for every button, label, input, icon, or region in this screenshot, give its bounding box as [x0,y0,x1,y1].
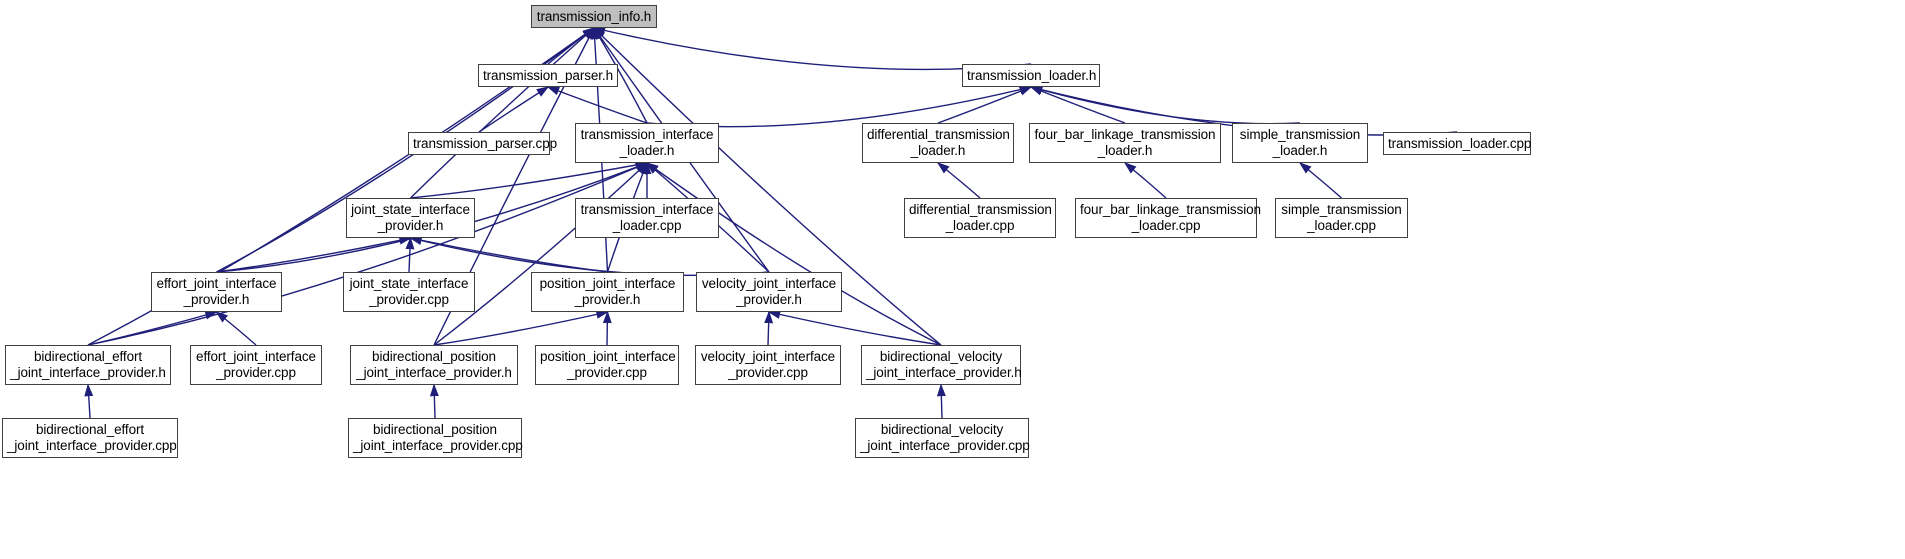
graph-node-label: effort_joint_interface _provider.h [156,276,277,307]
graph-node-label: transmission_parser.cpp [413,135,558,151]
graph-node-position-joint-interface-provider-h[interactable]: position_joint_interface _provider.h [531,272,684,312]
graph-edge [87,310,218,346]
graph-node-transmission-loader-cpp[interactable]: transmission_loader.cpp [1383,132,1531,155]
graph-node-simple-transmission-loader-h[interactable]: simple_transmission _loader.h [1232,123,1368,163]
graph-edge [936,383,946,419]
graph-node-label: transmission_info.h [536,8,652,24]
graph-node-bidirectional-effort-joint-interface-provider-h[interactable]: bidirectional_effort _joint_interface_pr… [5,345,171,385]
graph-edge [1029,85,1301,125]
graph-node-label: effort_joint_interface _provider.cpp [196,349,316,380]
graph-edge [409,236,770,277]
graph-node-label: transmission_interface _loader.h [580,127,714,158]
graph-node-simple-transmission-loader-cpp[interactable]: simple_transmission _loader.cpp [1275,198,1408,238]
graph-edge [429,383,439,419]
graph-edge [433,162,649,346]
graph-node-joint-state-interface-provider-cpp[interactable]: joint_state_interface _provider.cpp [343,272,475,312]
graph-node-label: bidirectional_velocity _joint_interface_… [860,422,1030,453]
graph-node-transmission-parser-cpp[interactable]: transmission_parser.cpp [408,132,558,155]
graph-node-label: velocity_joint_interface _provider.cpp [700,349,836,380]
graph-node-bidirectional-effort-joint-interface-provider-cpp[interactable]: bidirectional_effort _joint_interface_pr… [2,418,178,458]
graph-node-bidirectional-position-joint-interface-provider-cpp[interactable]: bidirectional_position _joint_interface_… [348,418,523,458]
graph-node-label: transmission_loader.h [967,67,1097,83]
graph-node-label: bidirectional_effort _joint_interface_pr… [7,422,177,453]
graph-node-label: transmission_loader.cpp [1388,135,1532,151]
graph-node-label: differential_transmission _loader.h [867,127,1010,158]
graph-edge [592,27,942,346]
graph-node-position-joint-interface-provider-cpp[interactable]: position_joint_interface _provider.cpp [535,345,679,385]
graph-edge [546,86,648,124]
graph-node-differential-transmission-loader-cpp[interactable]: differential_transmission _loader.cpp [904,198,1056,238]
graph-edge [1298,162,1342,199]
graph-edge [646,85,1033,128]
graph-node-label: joint_state_interface _provider.h [351,202,470,233]
graph-node-bidirectional-velocity-joint-interface-provider-cpp[interactable]: bidirectional_velocity _joint_interface_… [855,418,1030,458]
graph-node-label: position_joint_interface _provider.h [539,276,676,307]
graph-edge [767,310,942,346]
graph-node-label: bidirectional_position _joint_interface_… [356,349,512,380]
graph-node-label: transmission_parser.h [483,67,613,83]
graph-node-joint-state-interface-provider-h[interactable]: joint_state_interface _provider.h [346,198,475,238]
graph-node-label: simple_transmission _loader.cpp [1281,202,1402,233]
graph-node-transmission-interface-loader-h[interactable]: transmission_interface _loader.h [575,123,719,163]
graph-node-four-bar-linkage-transmission-loader-cpp[interactable]: four_bar_linkage_transmission _loader.cp… [1075,198,1261,238]
graph-edge [216,235,412,273]
graph-edge [87,162,649,346]
graph-node-label: bidirectional_velocity _joint_interface_… [866,349,1022,380]
graph-edge [764,310,774,346]
graph-edge [409,235,608,273]
graph-node-transmission-interface-loader-cpp[interactable]: transmission_interface _loader.cpp [575,198,719,238]
graph-node-label: four_bar_linkage_transmission _loader.h [1034,127,1216,158]
graph-node-velocity-joint-interface-provider-cpp[interactable]: velocity_joint_interface _provider.cpp [695,345,841,385]
graph-edge [645,162,942,346]
graph-node-label: joint_state_interface _provider.cpp [349,276,469,307]
graph-node-label: position_joint_interface _provider.cpp [540,349,676,380]
graph-edge [84,383,94,419]
graph-node-bidirectional-position-joint-interface-provider-h[interactable]: bidirectional_position _joint_interface_… [350,345,518,385]
graph-node-transmission-loader-h[interactable]: transmission_loader.h [962,64,1100,87]
graph-edge [602,310,612,346]
graph-node-transmission-info-h[interactable]: transmission_info.h [531,5,657,28]
graph-edge [1123,162,1167,199]
graph-edge [936,162,981,199]
graph-edge [405,236,415,273]
graph-node-transmission-parser-h[interactable]: transmission_parser.h [478,64,618,87]
graph-node-effort-joint-interface-provider-cpp[interactable]: effort_joint_interface _provider.cpp [190,345,322,385]
graph-node-label: bidirectional_effort _joint_interface_pr… [10,349,166,380]
graph-node-label: differential_transmission _loader.cpp [909,202,1052,233]
graph-edge [433,310,609,346]
graph-node-four-bar-linkage-transmission-loader-h[interactable]: four_bar_linkage_transmission _loader.h [1029,123,1221,163]
graph-edge [215,311,257,346]
graph-node-differential-transmission-loader-h[interactable]: differential_transmission _loader.h [862,123,1014,163]
graph-edge [478,86,550,133]
graph-node-label: simple_transmission _loader.h [1239,127,1361,158]
graph-edge [410,27,596,199]
graph-node-label: bidirectional_position _joint_interface_… [353,422,523,453]
graph-node-label: velocity_joint_interface _provider.h [701,276,837,307]
graph-node-bidirectional-velocity-joint-interface-provider-h[interactable]: bidirectional_velocity _joint_interface_… [861,345,1022,385]
graph-node-label: transmission_interface _loader.cpp [580,202,714,233]
graph-edge [410,160,649,199]
graph-node-label: four_bar_linkage_transmission _loader.cp… [1080,202,1261,233]
graph-edge [937,86,1033,124]
graph-node-velocity-joint-interface-provider-h[interactable]: velocity_joint_interface _provider.h [696,272,842,312]
graph-node-effort-joint-interface-provider-h[interactable]: effort_joint_interface _provider.h [151,272,282,312]
